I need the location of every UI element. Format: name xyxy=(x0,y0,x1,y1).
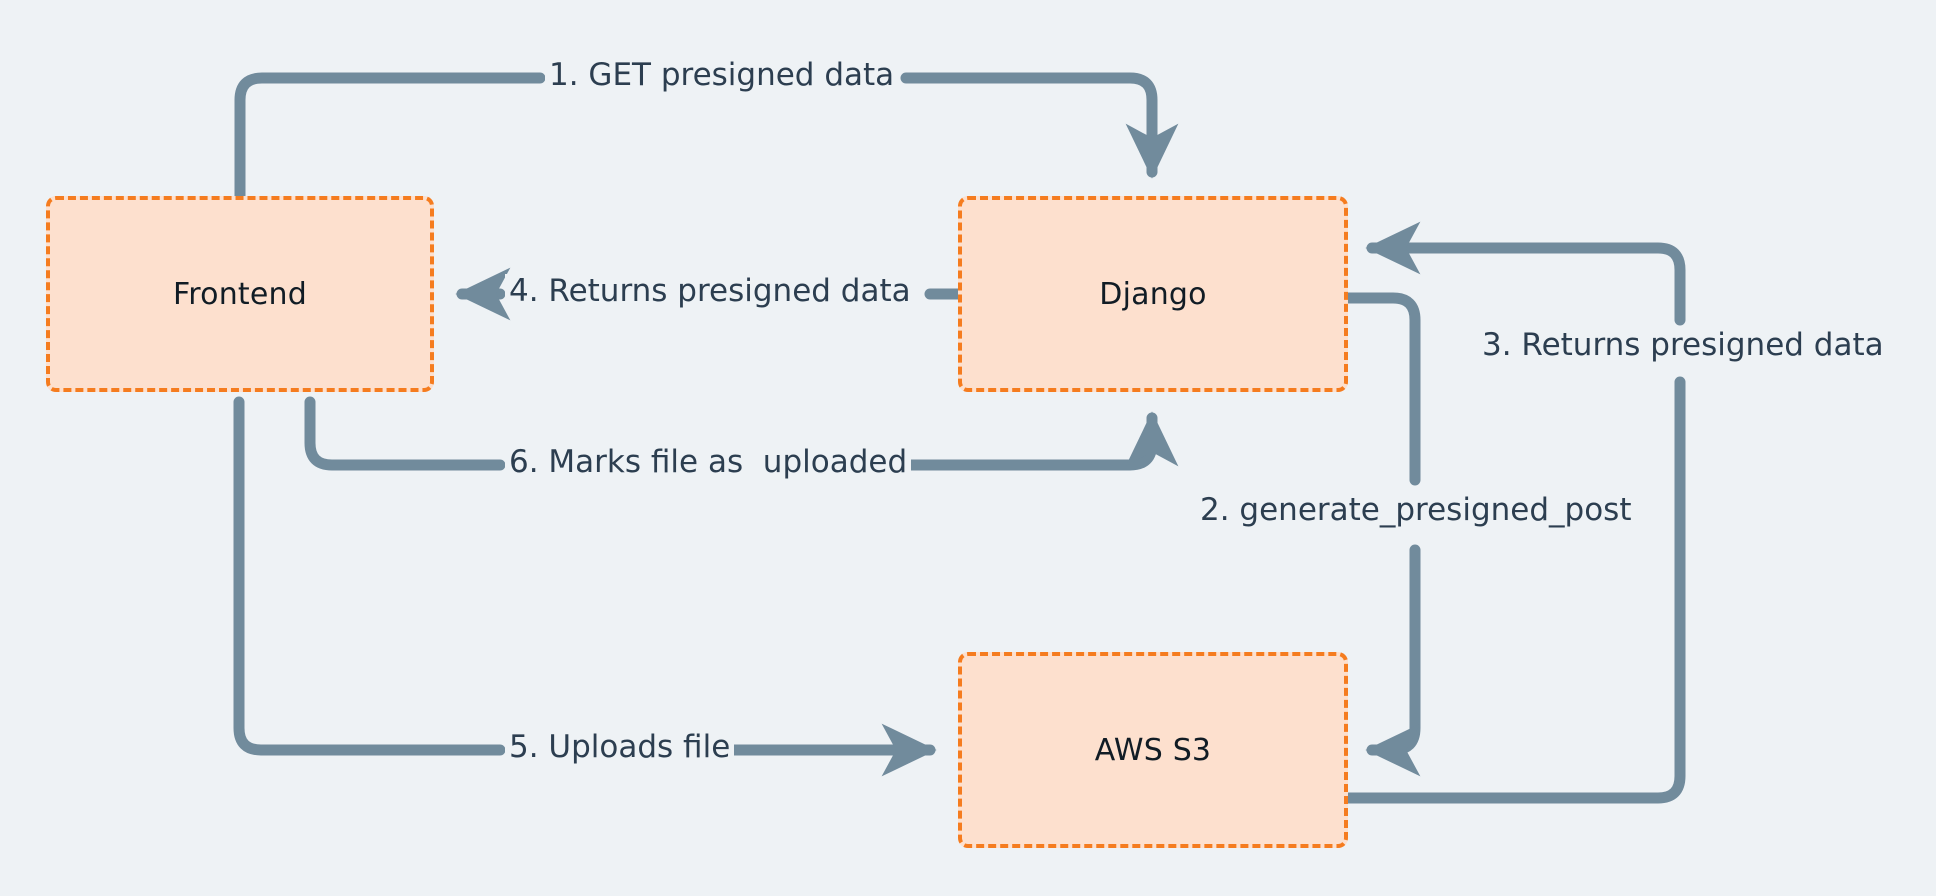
edge-path-3 xyxy=(1342,376,1686,804)
edge-path-1b xyxy=(900,72,1179,179)
node-aws-s3-label: AWS S3 xyxy=(1094,732,1212,768)
edge-label-2: 2. generate_presigned_post xyxy=(1196,493,1636,527)
edge-path-2b xyxy=(1365,544,1421,777)
node-django-label: Django xyxy=(1099,276,1207,312)
edge-label-6: 6. Marks file as uploaded xyxy=(505,445,912,479)
edge-path-6b xyxy=(894,411,1179,471)
node-aws-s3[interactable]: AWS S3 xyxy=(958,652,1348,848)
node-frontend-label: Frontend xyxy=(173,276,307,312)
edge-label-1: 1. GET presigned data xyxy=(545,58,899,92)
edge-path-6 xyxy=(304,396,506,471)
edge-path-3b xyxy=(1365,221,1686,326)
edge-label-4: 4. Returns presigned data xyxy=(505,274,915,308)
node-django[interactable]: Django xyxy=(958,196,1348,392)
edge-label-5: 5. Uploads file xyxy=(505,730,735,764)
edge-path-2 xyxy=(1342,292,1421,486)
edge-path-1 xyxy=(234,72,546,202)
node-frontend[interactable]: Frontend xyxy=(46,196,434,392)
edge-path-5 xyxy=(233,396,506,756)
edge-label-3: 3. Returns presigned data xyxy=(1478,328,1888,362)
